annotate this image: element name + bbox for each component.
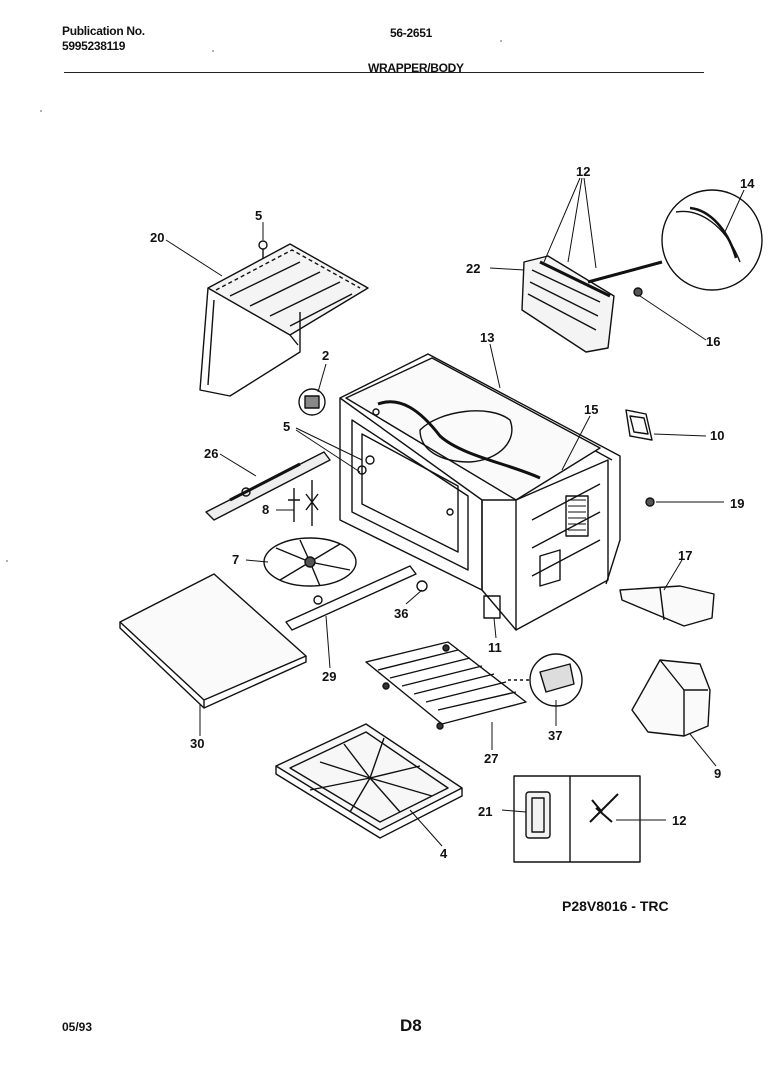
callout-36: 36 [394, 606, 408, 621]
callout-20: 20 [150, 230, 164, 245]
callout-15: 15 [584, 402, 598, 417]
callout-17: 17 [678, 548, 692, 563]
part-10-cover-plate [625, 409, 653, 441]
callout-4: 4 [440, 846, 448, 861]
revision-date: 05/93 [62, 1020, 93, 1034]
part-30-tray [119, 573, 307, 709]
callout-26: 26 [204, 446, 218, 461]
callout-27: 27 [484, 751, 498, 766]
callout-5-front: 5 [283, 419, 290, 434]
callout-12-top: 12 [576, 164, 590, 179]
callout-8: 8 [262, 502, 269, 517]
model-number: 56-2651 [390, 26, 432, 40]
page-code: D8 [400, 1016, 422, 1035]
scan-speck [500, 40, 502, 42]
callout-30: 30 [190, 736, 204, 751]
section-title: WRAPPER/BODY [368, 61, 464, 75]
part-4-pan [275, 723, 463, 839]
publication-label: Publication No. [62, 24, 145, 38]
part-14-detail-circle [587, 189, 763, 291]
part-29-rail [285, 565, 417, 631]
drawing-code: P28V8016 - TRC [562, 898, 669, 914]
callout-29: 29 [322, 669, 336, 684]
part-16-screw [633, 287, 643, 297]
main-cavity-body [339, 353, 621, 631]
callout-5-top: 5 [255, 208, 262, 223]
scan-speck [6, 560, 8, 562]
part-19-fastener [645, 497, 655, 507]
scan-speck [40, 110, 42, 112]
callout-14: 14 [740, 176, 755, 191]
callout-10: 10 [710, 428, 724, 443]
part-2-thermostat [298, 388, 326, 416]
header-rule [64, 72, 704, 73]
part-22-vent-grille [521, 255, 615, 353]
callout-13: 13 [480, 330, 494, 345]
inset-box [513, 775, 641, 863]
part-9-duct [631, 659, 711, 737]
leader-lines [165, 177, 745, 847]
part-20-wrapper-panel [199, 243, 369, 397]
part-5-screw-top [258, 240, 268, 258]
part-5-screws-front [357, 455, 375, 475]
part-17-shield [619, 585, 715, 627]
publication-number: 5995238119 [62, 39, 126, 53]
part-8-shaft [288, 480, 319, 526]
part-27-rack [365, 641, 527, 730]
scan-speck [212, 50, 214, 52]
callout-16: 16 [706, 334, 720, 349]
part-26-bracket [205, 451, 331, 521]
callout-7: 7 [232, 552, 239, 567]
part-37-detail [508, 653, 583, 707]
callout-22: 22 [466, 261, 480, 276]
part-7-fan-blade [263, 537, 357, 587]
callout-labels: 20 5 2 5 26 8 7 36 29 30 4 27 11 37 21 1… [150, 164, 755, 861]
callout-37: 37 [548, 728, 562, 743]
callout-19: 19 [730, 496, 744, 511]
callout-21: 21 [478, 804, 492, 819]
part-36-pin [416, 580, 428, 592]
callout-11: 11 [488, 640, 502, 655]
callout-9: 9 [714, 766, 721, 781]
callout-2: 2 [322, 348, 329, 363]
callout-12-inset: 12 [672, 813, 686, 828]
